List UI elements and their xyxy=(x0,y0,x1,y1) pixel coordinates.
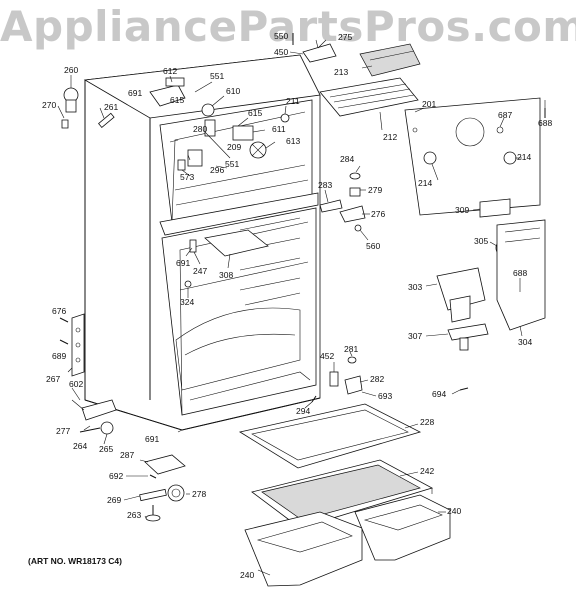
callout-label: 688 xyxy=(538,118,552,128)
callout-label: 287 xyxy=(120,450,134,460)
callout-label: 211 xyxy=(286,96,300,106)
crisper-drawers xyxy=(244,494,451,587)
left-side-parts xyxy=(59,87,117,435)
callout-label: 242 xyxy=(420,466,434,476)
callout-label: 283 xyxy=(318,180,332,190)
evaporator-area-parts xyxy=(184,229,269,288)
callout-label: 692 xyxy=(109,471,123,481)
callout-label: 278 xyxy=(192,489,206,499)
callout-label: 560 xyxy=(366,241,380,251)
callout-label: 275 xyxy=(338,32,352,42)
callout-label: 691 xyxy=(145,434,159,444)
ice-tray-parts xyxy=(292,33,421,117)
callout-label: 573 xyxy=(180,172,194,182)
callout-label: 676 xyxy=(52,306,66,316)
callout-label: 265 xyxy=(99,444,113,454)
callout-label: 279 xyxy=(368,185,382,195)
callout-label: 611 xyxy=(272,124,286,134)
callout-label: 688 xyxy=(513,268,527,278)
callout-label: 610 xyxy=(226,86,240,96)
callout-label: 694 xyxy=(432,389,446,399)
callout-label: 615 xyxy=(170,95,184,105)
callout-label: 687 xyxy=(498,110,512,120)
callout-label: 296 xyxy=(210,165,224,175)
callout-labels: 260 270 261 612 551 610 615 691 615 211 … xyxy=(42,31,552,580)
evaporator-panel xyxy=(404,97,546,218)
callout-label: 240 xyxy=(240,570,254,580)
callout-label: 228 xyxy=(420,417,434,427)
callout-label: 269 xyxy=(107,495,121,505)
callout-label: 305 xyxy=(474,236,488,246)
callout-label: 309 xyxy=(455,205,469,215)
callout-label: 214 xyxy=(418,178,432,188)
callout-label: 452 xyxy=(320,351,334,361)
callout-label: 602 xyxy=(69,379,83,389)
callout-label: 267 xyxy=(46,374,60,384)
callout-label: 213 xyxy=(334,67,348,77)
callout-label: 263 xyxy=(127,510,141,520)
freezer-control-parts xyxy=(149,77,290,171)
callout-label: 612 xyxy=(163,66,177,76)
callout-label: 201 xyxy=(422,99,436,109)
callout-label: 304 xyxy=(518,337,532,347)
air-duct-parts xyxy=(436,219,546,351)
callout-label: 324 xyxy=(180,297,194,307)
callout-label: 691 xyxy=(128,88,142,98)
callout-label: 281 xyxy=(344,344,358,354)
callout-label: 280 xyxy=(193,124,207,134)
callout-label: 277 xyxy=(56,426,70,436)
callout-label: 551 xyxy=(210,71,224,81)
callout-label: 551 xyxy=(225,159,239,169)
callout-label: 691 xyxy=(176,258,190,268)
callout-label: 214 xyxy=(517,152,531,162)
callout-label: 308 xyxy=(219,270,233,280)
callout-label: 307 xyxy=(408,331,422,341)
callout-label: 450 xyxy=(274,47,288,57)
leveling-parts xyxy=(139,454,186,522)
callout-label: 270 xyxy=(42,100,56,110)
watermark: AppliancePartsPros.com xyxy=(0,2,576,51)
callout-label: 550 xyxy=(274,31,288,41)
leader-lines xyxy=(57,39,546,576)
callout-label: 212 xyxy=(383,132,397,142)
glass-shelf xyxy=(238,403,422,469)
crisper-cover xyxy=(251,459,434,534)
callout-label: 260 xyxy=(64,65,78,75)
callout-label: 693 xyxy=(378,391,392,401)
callout-label: 303 xyxy=(408,282,422,292)
callout-label: 689 xyxy=(52,351,66,361)
callout-label: 615 xyxy=(248,108,262,118)
mid-hardware-parts xyxy=(319,172,366,232)
callout-label: 261 xyxy=(104,102,118,112)
callout-label: 209 xyxy=(227,142,241,152)
callout-label: 264 xyxy=(73,441,87,451)
callout-label: 284 xyxy=(340,154,354,164)
callout-label: 294 xyxy=(296,406,310,416)
lower-hardware-parts xyxy=(311,356,469,403)
callout-label: 240 xyxy=(447,506,461,516)
callout-label: 276 xyxy=(371,209,385,219)
callout-label: 613 xyxy=(286,136,300,146)
callout-label: 247 xyxy=(193,266,207,276)
callout-label: 282 xyxy=(370,374,384,384)
art-number: (ART NO. WR18173 C4) xyxy=(28,556,122,566)
